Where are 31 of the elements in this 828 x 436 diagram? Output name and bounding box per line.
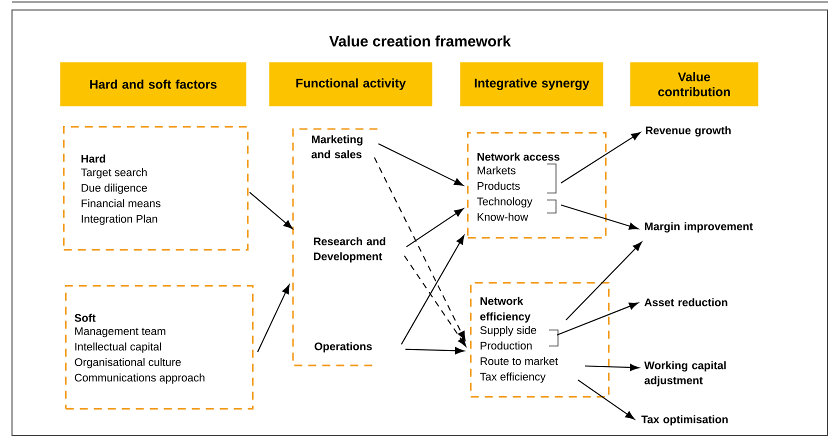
outcome-label: Asset reduction — [644, 298, 728, 306]
outcome-label: Revenue growth — [646, 126, 731, 136]
arrow — [405, 347, 464, 354]
factor-box: Network access Markets Products Technology Know-how — [467, 132, 607, 239]
factor-box: Network efficiency Supply side Production Route to market Tax efficiency — [470, 282, 610, 398]
arrow — [560, 132, 641, 184]
column-header: Integrative synergy — [460, 62, 604, 106]
column-header: Hard and soft factors — [60, 62, 246, 106]
arrow — [374, 157, 466, 340]
arrow — [400, 235, 464, 345]
arrow — [249, 192, 293, 230]
activity-label: Research and Development — [314, 237, 386, 262]
arrow — [257, 284, 290, 352]
arrow — [560, 204, 638, 230]
factor-box: Hard Target search Due diligence Financial means Integration Plan — [63, 126, 249, 251]
outcome-label: Working capital adjustment — [644, 361, 726, 386]
arrow — [556, 302, 638, 336]
arrow — [578, 380, 635, 420]
arrow — [378, 143, 464, 186]
title: Value creation framework — [329, 36, 511, 46]
column-header: Functional activity — [269, 62, 432, 106]
outcome-label: Tax optimisation — [641, 415, 728, 426]
activity-label: Operations — [314, 342, 372, 352]
arrow — [584, 364, 640, 372]
factor-box: Soft Management team Intellectual capital Organisational culture Communications approach — [65, 285, 254, 410]
outcome-label: Margin improvement — [644, 222, 753, 232]
arrow — [406, 208, 464, 248]
arrow — [404, 256, 466, 347]
activity-label: Marketing and sales — [312, 135, 362, 158]
arrow — [566, 242, 642, 320]
column-header: Value contribution — [630, 62, 758, 106]
